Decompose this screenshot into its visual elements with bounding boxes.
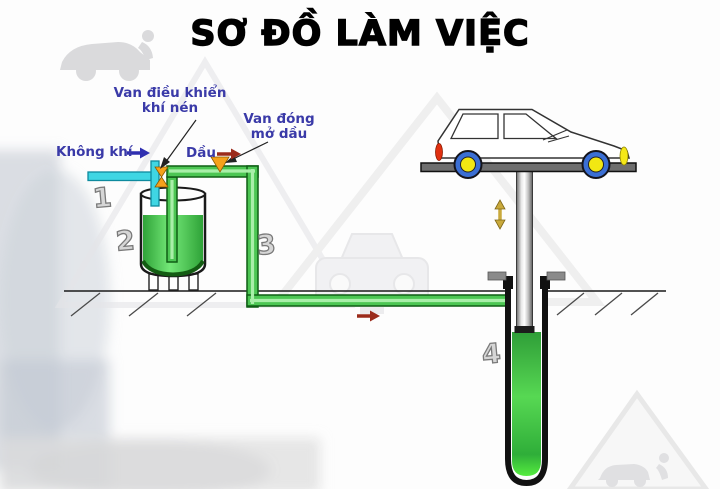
car-repair-watermark: [60, 30, 154, 81]
ground: [64, 290, 666, 317]
mount-flange-left: [487, 271, 507, 281]
pipe-flow-arrow: [357, 310, 380, 322]
windshield-line: [542, 129, 568, 141]
cylinder-wall: [505, 277, 548, 487]
pipe-highlights: [169, 169, 509, 304]
air-line: [87, 160, 169, 207]
piston-rod: [516, 170, 533, 329]
up-down-arrow: [494, 199, 506, 230]
tank-leg: [188, 273, 199, 291]
cylinder-oil: [512, 332, 541, 476]
cylinder-head-right: [540, 276, 550, 289]
head-light: [619, 146, 629, 166]
part-number-tank: 2: [114, 225, 137, 259]
part-number-oil-pipe: 3: [255, 229, 278, 263]
car-front-window: [503, 113, 558, 140]
oil-flow-arrow: [217, 148, 241, 160]
oil-valve-label: Van đóng mở dầu: [232, 112, 326, 141]
triangle-watermark-bottom-right: [566, 389, 710, 489]
car-wheels: [453, 150, 611, 179]
oil-piping: [166, 165, 513, 308]
pneumatic-valve: [154, 166, 169, 188]
ground-hatching: [70, 292, 659, 317]
triangle-watermark-left: [54, 56, 356, 308]
air-valve-label-line2: khí nén: [141, 99, 199, 116]
annotations: [127, 119, 380, 322]
page-title: SƠ ĐỒ LÀM VIỆC: [190, 13, 530, 54]
oil-valve-label-line2: mở dầu: [250, 125, 308, 142]
piston-head: [514, 326, 535, 333]
tank-leg: [148, 273, 159, 291]
air-valve-label-line1: Van điều khiển: [113, 85, 227, 101]
lift-platform: [420, 162, 637, 173]
workshop-photo-watermark: [0, 150, 320, 489]
air-valve-label: Van điều khiển khí nén: [105, 86, 235, 115]
oil-valve-label-line1: Van đóng: [243, 111, 315, 127]
tail-light: [435, 143, 443, 161]
tank-bottom-rim: [141, 259, 205, 277]
air-flow-label: Không khí: [56, 144, 133, 160]
oil-valve: [210, 156, 230, 173]
air-pipe: [87, 171, 159, 182]
car: [435, 108, 630, 179]
mount-flange-right: [546, 271, 566, 281]
windshield-line: [547, 135, 570, 143]
oil-flow-label: Dầu: [186, 145, 216, 161]
cylinder-head-left: [503, 276, 513, 289]
car-front-watermark: [315, 233, 429, 314]
part-number-air-line: 1: [91, 182, 114, 216]
lift-assembly: [420, 108, 637, 487]
part-number-lift-cylinder: 4: [480, 338, 503, 372]
car-rear-window: [449, 113, 499, 140]
air-flow-arrow: [127, 147, 150, 159]
